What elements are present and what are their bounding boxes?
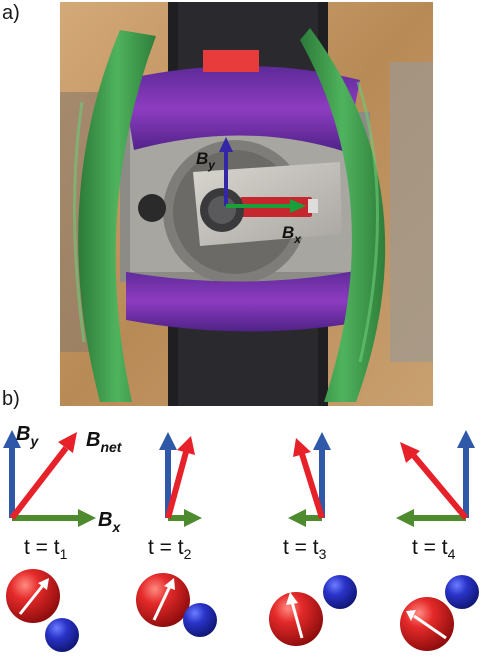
blue-sphere-t2 (183, 603, 217, 637)
blue-sphere-t3 (323, 575, 357, 609)
photo-by-label: By (196, 149, 216, 172)
moment-arrow-t3 (290, 601, 304, 639)
panel-b-label: b) (2, 388, 20, 410)
sphere-pair-t3 (269, 575, 357, 646)
moment-arrow-t1 (18, 583, 46, 615)
top-purple-coil (122, 66, 360, 152)
time-label-t1: t = t1 (24, 536, 68, 562)
panel-a-label: a) (2, 2, 20, 24)
bnet-vector-t1 (9, 446, 69, 520)
right-green-coil (300, 28, 386, 402)
bnet-vector-t2 (165, 451, 189, 519)
vector-diagram-t1: By Bnet Bx (3, 423, 123, 535)
vector-diagram-t2 (159, 432, 202, 527)
bottom-purple-coil (126, 270, 360, 332)
photo-bx-label: Bx (282, 223, 302, 246)
bnet-label: Bnet (86, 429, 123, 455)
sphere-pair-t2 (136, 573, 217, 637)
sphere-pair-t4 (400, 575, 479, 651)
red-block (203, 50, 259, 72)
bnet-vector-t3 (299, 453, 325, 519)
coil-apparatus-photo: By Bx (60, 2, 433, 406)
time-label-t4: t = t4 (412, 536, 456, 562)
moment-arrow-t2 (152, 585, 172, 621)
bnet-vector-t4 (411, 454, 469, 520)
axis-bx-label: Bx (98, 509, 121, 535)
vector-diagram-t4 (396, 430, 475, 527)
field-rotation-diagrams: By Bnet Bx t = t1 t (3, 423, 479, 652)
blue-sphere-t1 (45, 618, 79, 652)
blue-sphere-t4 (445, 575, 479, 609)
moment-arrow-t4 (413, 614, 447, 640)
time-label-t3: t = t3 (283, 536, 327, 562)
left-green-coil (78, 30, 156, 402)
axis-by-label: By (16, 423, 39, 449)
vector-diagram-t3 (288, 432, 331, 527)
photo-illustration: By Bx (60, 2, 433, 406)
time-label-t2: t = t2 (148, 536, 192, 562)
sphere-pair-t1 (6, 569, 79, 652)
